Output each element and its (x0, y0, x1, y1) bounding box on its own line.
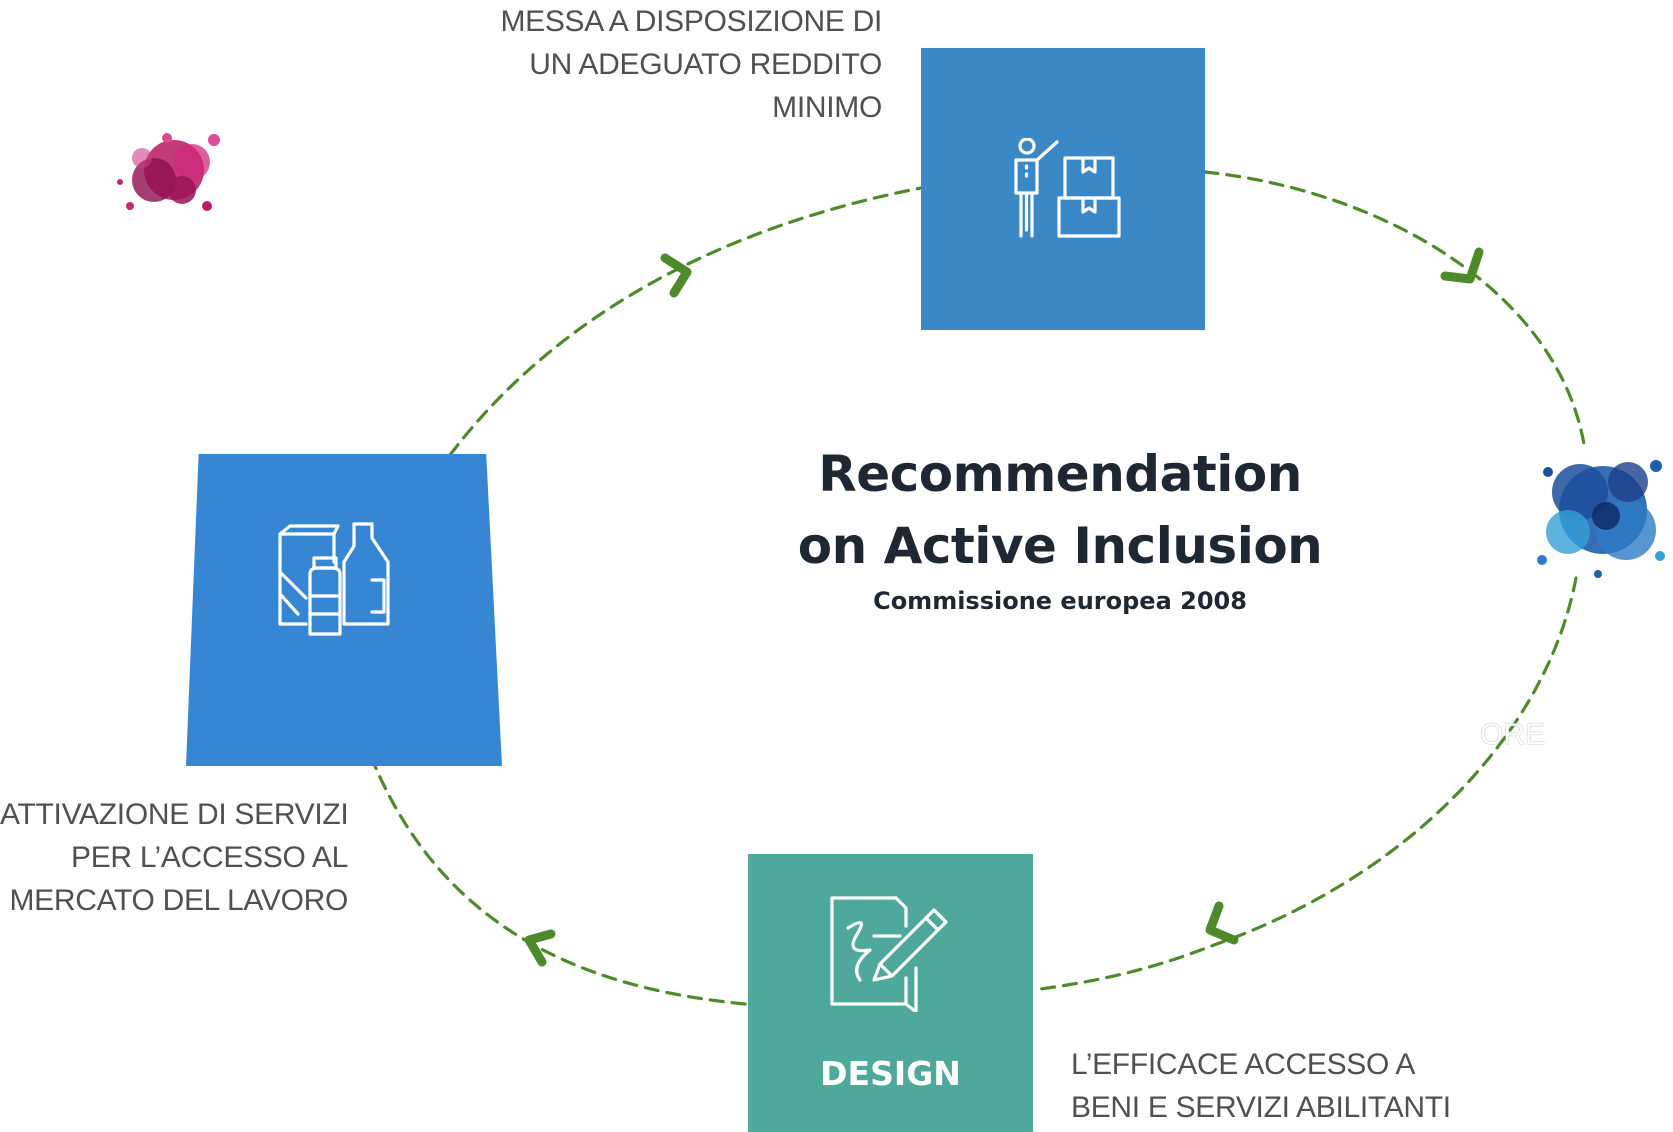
caption-line: ATTIVAZIONE DI SERVIZI (0, 798, 349, 831)
person-with-boxes-icon (1014, 138, 1121, 238)
node-services-label: DESIGN (820, 1054, 961, 1093)
caption-line: MERCATO DEL LAVORO (9, 884, 348, 917)
cycle-arrowhead-top-left (660, 253, 692, 298)
caption-line: PER L’ACCESSO AL (71, 841, 348, 874)
diagram-title-line: Recommendation (818, 445, 1302, 503)
caption-line: UN ADEGUATO REDDITO (529, 48, 882, 81)
node-income-caption: MESSA A DISPOSIZIONE DI UN ADEGUATO REDD… (470, 0, 882, 129)
caption-line: MINIMO (772, 91, 882, 124)
node-services-caption: L’EFFICACE ACCESSO A BENI E SERVIZI ABIL… (1071, 1043, 1491, 1129)
goods-bottles-icon (278, 522, 390, 636)
blue-ink-splash (1537, 460, 1665, 578)
node-labour-caption: ATTIVAZIONE DI SERVIZI PER L’ACCESSO AL … (0, 793, 349, 922)
cycle-arc-bottom-left (373, 764, 747, 1006)
caption-line: BENI E SERVIZI ABILITANTI (1071, 1091, 1451, 1124)
partial-label: ORE (1480, 718, 1546, 751)
cycle-arc-top-right (1203, 170, 1587, 452)
caption-line: MESSA A DISPOSIZIONE DI (500, 5, 882, 38)
cycle-arrowhead-bottom-left (524, 929, 556, 967)
diagram-title-line: on Active Inclusion (797, 517, 1323, 575)
document-pencil-icon (830, 896, 948, 1012)
node-income-box (921, 48, 1205, 330)
node-services-box: DESIGN (748, 854, 1033, 1132)
cycle-arc-top-left (448, 186, 923, 457)
magenta-ink-splash (117, 133, 220, 211)
diagram-subtitle: Commissione europea 2008 (873, 587, 1247, 615)
diagram-title-block: Recommendation on Active Inclusion Commi… (780, 438, 1340, 618)
cycle-arrowhead-top-right (1440, 247, 1484, 284)
cycle-arc-right (1031, 576, 1578, 992)
caption-line: L’EFFICACE ACCESSO A (1071, 1048, 1416, 1081)
node-labour-box (186, 454, 502, 766)
cycle-arrowhead-bottom-right (1205, 901, 1239, 945)
